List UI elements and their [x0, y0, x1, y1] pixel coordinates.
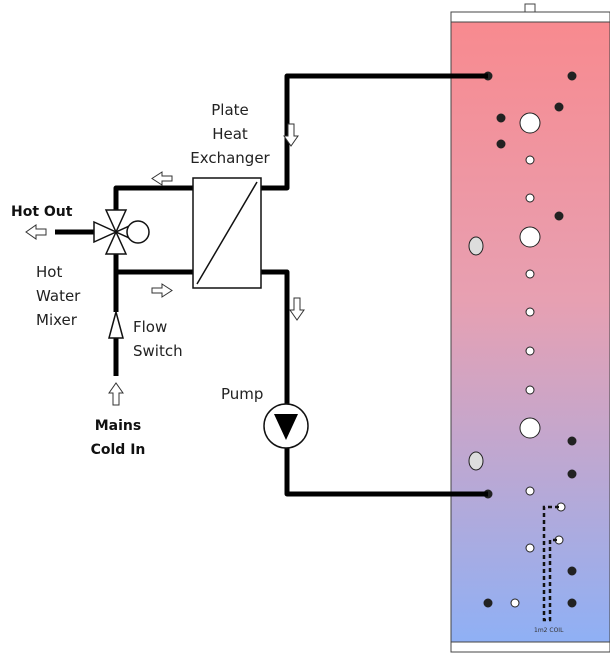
port-boss: [519, 226, 541, 248]
arrow-down-icon: [289, 297, 305, 321]
exchanger-diagonal: [196, 181, 258, 285]
port-hole: [496, 113, 506, 123]
label-line: Cold In: [90, 442, 146, 458]
port-small: [525, 385, 535, 395]
valve-left: [93, 220, 118, 244]
return-pipe-to-pump: [261, 269, 290, 406]
label-line: Water: [36, 287, 81, 305]
valve-bottom: [104, 230, 128, 255]
label-line: Switch: [133, 342, 183, 360]
flow-pipe-to-exchanger: [261, 73, 488, 191]
flow-switch-triangle: [108, 309, 124, 339]
port-small: [525, 269, 535, 279]
port-hole: [567, 469, 577, 479]
hot-water-mixer-valve: [93, 209, 150, 255]
cylinder-top-fitting: [524, 3, 536, 13]
primary-pipework: [261, 73, 488, 497]
arrow-up-icon: [108, 382, 124, 406]
port-hole: [567, 436, 577, 446]
flow-switch-label: Flow Switch: [133, 315, 183, 363]
port-hole: [567, 71, 577, 81]
label-line: Flow: [133, 318, 168, 336]
cylinder-base: [450, 641, 610, 653]
plate-heat-exchanger-label: Plate Heat Exchanger: [180, 98, 280, 170]
hot-water-mixer-label: Hot Water Mixer: [36, 260, 80, 332]
secondary-pipework: [55, 185, 193, 376]
port-boss: [519, 417, 541, 439]
valve-actuator: [126, 220, 150, 244]
cylinder-coil: [542, 505, 559, 622]
port-hole: [496, 139, 506, 149]
flow-switch: [108, 309, 124, 339]
port-small: [525, 543, 535, 553]
port-small: [525, 193, 535, 203]
port-hole: [483, 598, 493, 608]
port-small: [525, 307, 535, 317]
arrow-down-icon: [283, 123, 299, 147]
port-hole: [554, 211, 564, 221]
pump-label: Pump: [221, 385, 264, 403]
pump-triangle: [274, 414, 298, 440]
return-pipe-to-cylinder: [284, 446, 488, 497]
arrow-right-icon: [151, 283, 173, 298]
label-line: Heat: [212, 125, 248, 143]
port-hole: [567, 598, 577, 608]
valve-top: [104, 209, 128, 234]
port-small: [525, 346, 535, 356]
port-boss: [519, 112, 541, 134]
mains-cold-in-label: Mains Cold In: [88, 414, 148, 462]
port-small: [525, 486, 535, 496]
hot-pipe-exchanger-to-mixer: [113, 185, 193, 214]
port-hole: [554, 102, 564, 112]
hot-out-label: Hot Out: [11, 204, 73, 220]
immersion-boss: [468, 451, 484, 471]
label-line: Hot: [36, 263, 63, 281]
coil-label: 1m2 COIL: [534, 627, 564, 634]
plate-heat-exchanger: [192, 177, 262, 289]
label-line: Mixer: [36, 311, 77, 329]
pump: [263, 403, 309, 449]
arrow-left-icon: [151, 171, 173, 186]
cold-pipe-to-exchanger: [113, 250, 193, 275]
flow-arrows: [25, 123, 305, 406]
port-small: [525, 155, 535, 165]
port-hole: [567, 566, 577, 576]
label-line: Mains: [94, 418, 142, 434]
immersion-boss: [468, 236, 484, 256]
label-line: Exchanger: [190, 149, 270, 167]
arrow-left-icon: [25, 224, 47, 240]
cylinder-top-cap: [450, 11, 610, 23]
hot-water-cylinder: [450, 3, 610, 653]
port-small: [510, 598, 520, 608]
label-line: Plate: [211, 101, 249, 119]
